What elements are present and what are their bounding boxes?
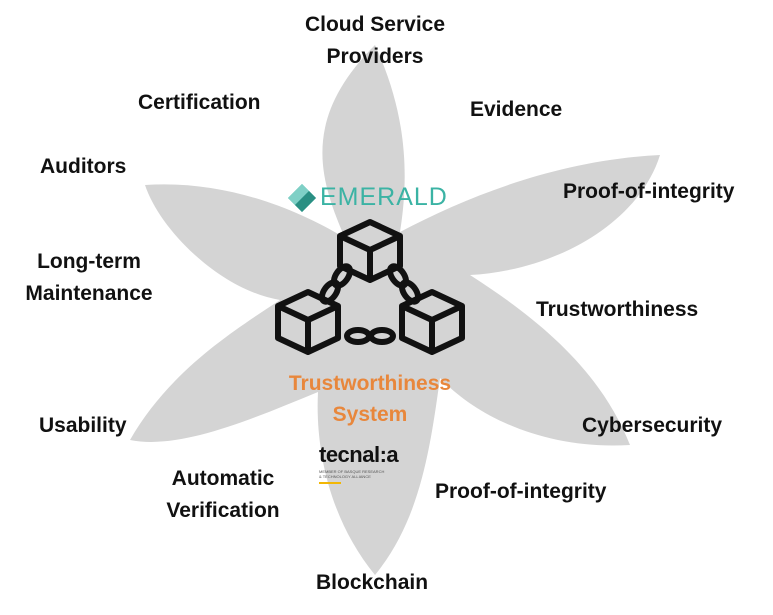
label-line: Long-term <box>37 250 141 273</box>
emerald-logo-text: EMERALD <box>320 183 448 211</box>
label-trustworthiness: Trustworthiness <box>536 298 699 321</box>
label-blockchain: Blockchain <box>316 571 429 594</box>
label-auditors: Auditors <box>40 155 127 178</box>
label-proof-of-integrity-bottom: Proof-of-integrity <box>435 480 607 503</box>
emerald-logo: EMERALD <box>286 182 456 216</box>
label-line: Maintenance <box>25 282 153 305</box>
system-title: Trustworthiness System <box>250 368 490 430</box>
seven-point-star <box>130 45 660 575</box>
system-title-line: Trustworthiness <box>288 372 452 395</box>
blockchain-chain-cubes-icon <box>275 219 465 355</box>
tecnalia-tagline: MEMBER OF BASQUE RESEARCH & TECHNOLOGY A… <box>319 469 384 479</box>
label-line: Verification <box>166 499 280 522</box>
label-line: Automatic <box>171 467 275 490</box>
tecnalia-tagline-line: & TECHNOLOGY ALLIANCE <box>319 474 371 479</box>
label-certification: Certification <box>138 91 261 114</box>
system-title-line: System <box>332 403 408 426</box>
tecnalia-logo-text: tecnal:a <box>319 442 399 467</box>
label-evidence: Evidence <box>470 98 563 121</box>
tecnalia-tagline-line: MEMBER OF BASQUE RESEARCH <box>319 469 385 474</box>
tecnalia-logo: tecnal:a MEMBER OF BASQUE RESEARCH & TEC… <box>319 442 419 488</box>
label-cloud-service-providers: Cloud Service Providers <box>290 9 460 73</box>
label-automatic-verification: Automatic Verification <box>156 463 290 527</box>
tecnalia-accent-bar <box>319 482 341 484</box>
label-line: Providers <box>326 45 424 68</box>
label-proof-of-integrity-top: Proof-of-integrity <box>563 180 735 203</box>
label-line: Cloud Service <box>304 13 446 36</box>
label-cybersecurity: Cybersecurity <box>582 414 723 437</box>
label-usability: Usability <box>39 414 127 437</box>
emerald-logo-icon <box>288 184 316 212</box>
label-long-term-maintenance: Long-term Maintenance <box>14 246 164 310</box>
